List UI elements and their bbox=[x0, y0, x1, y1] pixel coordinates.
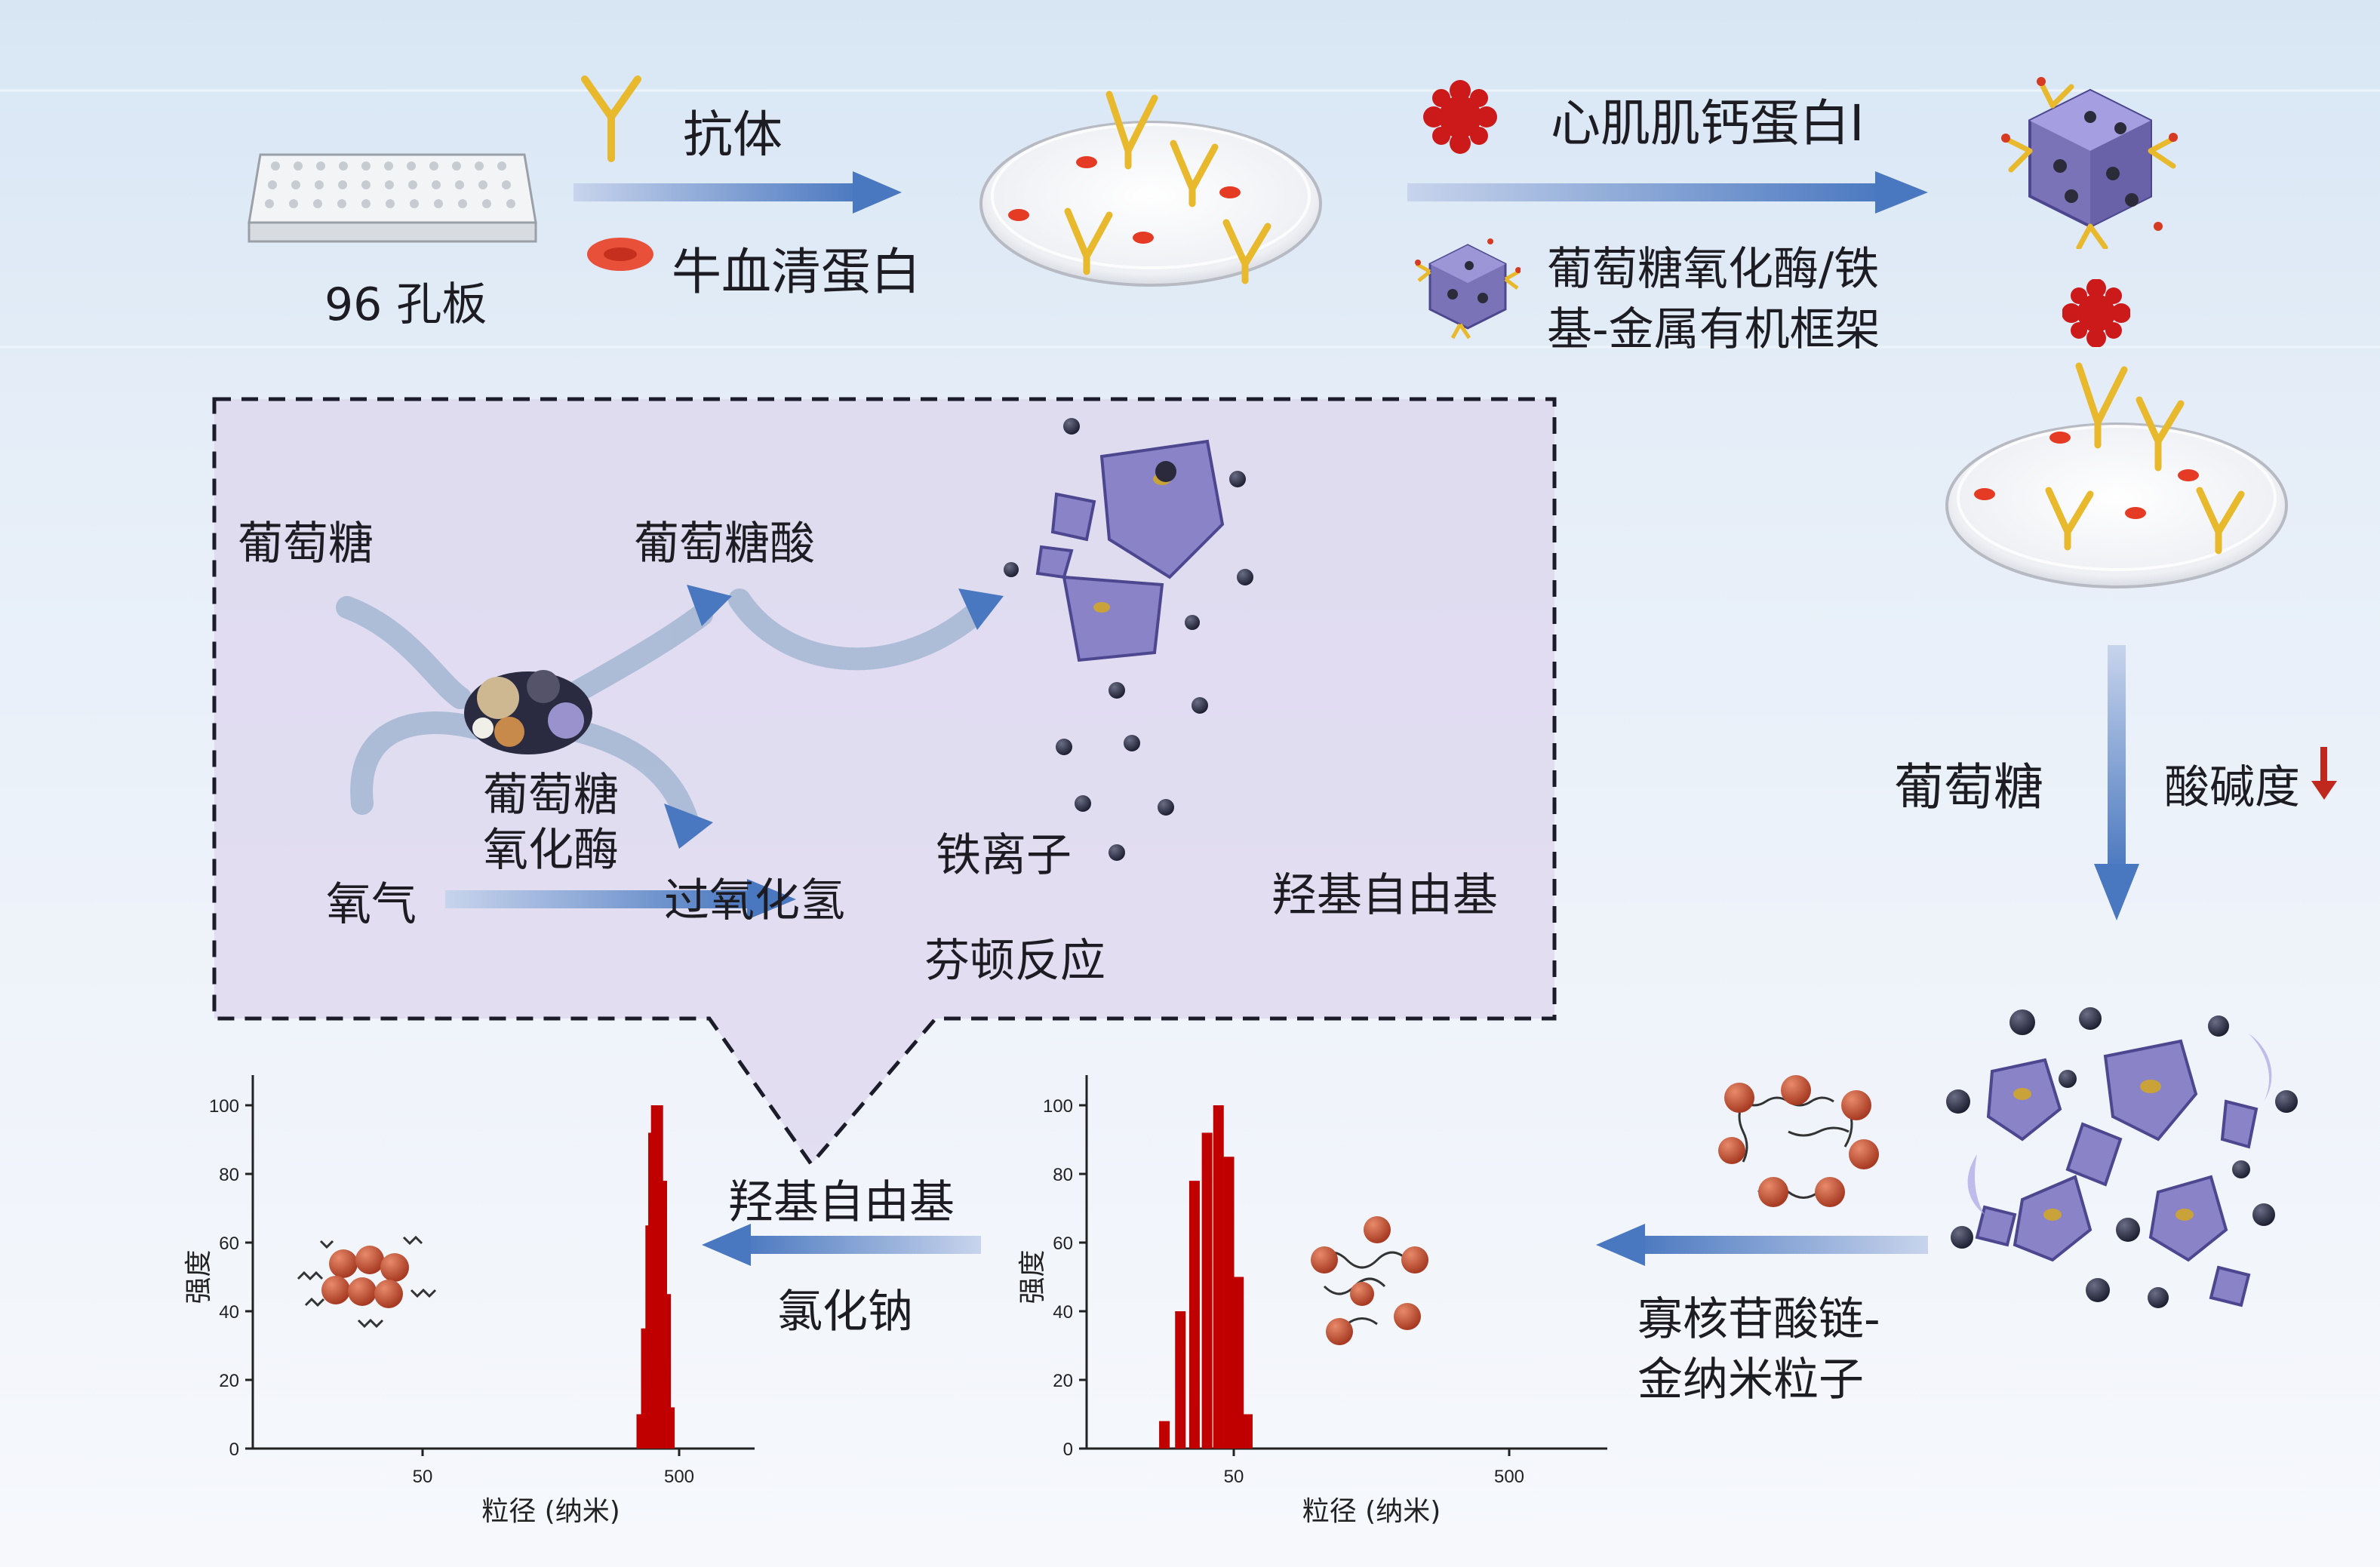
inset-oxygen: 氧气 bbox=[326, 878, 417, 931]
chart-aggregated: 0 20 40 60 80 100 50 500 粒径 (纳米) 强度 bbox=[183, 1075, 755, 1527]
chart-dispersed: 0 20 40 60 80 100 50 500 粒径 (纳米) 强度 bbox=[1017, 1075, 1607, 1527]
x-tick-label: 50 bbox=[413, 1467, 433, 1487]
dispersed-aunp-icon bbox=[1311, 1216, 1428, 1345]
inset-enzyme-line2: 氧化酶 bbox=[483, 824, 619, 877]
gox-mof-label-line2: 基-金属有机框架 bbox=[1547, 303, 1880, 356]
captured-troponin-icon bbox=[2062, 279, 2130, 347]
inset-glucose: 葡萄糖 bbox=[238, 518, 374, 570]
inset-hydroxyl-radical: 羟基自由基 bbox=[1271, 869, 1498, 922]
x-tick-label: 500 bbox=[1494, 1467, 1524, 1487]
x-axis-label: 粒径 (纳米) bbox=[481, 1496, 620, 1527]
bsa-icon bbox=[587, 238, 653, 271]
y-tick-label: 100 bbox=[1043, 1096, 1073, 1117]
y-tick-label: 60 bbox=[1053, 1234, 1073, 1254]
histogram-bar bbox=[1175, 1311, 1186, 1449]
inset-enzyme-line1: 葡萄糖 bbox=[483, 769, 619, 822]
mechanism-inset bbox=[212, 397, 1557, 1168]
inset-iron-ion: 铁离子 bbox=[936, 829, 1072, 882]
oligo-aunp-icon bbox=[1718, 1075, 1879, 1207]
bsa-label: 牛血清蛋白 bbox=[672, 243, 921, 301]
histogram-bar bbox=[1223, 1157, 1235, 1449]
y-tick-label: 40 bbox=[1053, 1302, 1073, 1323]
x-axis-label: 粒径 (纳米) bbox=[1302, 1496, 1441, 1527]
inset-fenton: 芬顿反应 bbox=[924, 935, 1105, 988]
y-tick-label: 60 bbox=[219, 1234, 239, 1254]
oligo-label-line2: 金纳米粒子 bbox=[1637, 1353, 1864, 1406]
arrow-step2 bbox=[1407, 171, 1928, 214]
troponin-label: 心肌肌钙蛋白I bbox=[1551, 94, 1865, 152]
plate-label: 96 孔板 bbox=[324, 278, 487, 331]
inset-h2o2: 过氧化氢 bbox=[664, 874, 845, 927]
antibody-label: 抗体 bbox=[683, 106, 783, 164]
mof-conjugate-icon bbox=[2001, 77, 2178, 249]
y-tick-label: 80 bbox=[1053, 1165, 1073, 1185]
histogram-bar bbox=[1213, 1105, 1224, 1449]
inset-gluconic-acid: 葡萄糖酸 bbox=[634, 518, 815, 570]
sandwich-dish-icon bbox=[1945, 362, 2288, 588]
y-axis-label: 强度 bbox=[183, 1249, 214, 1304]
y-axis-label: 强度 bbox=[1017, 1249, 1048, 1304]
y-tick-label: 0 bbox=[1063, 1439, 1073, 1460]
histogram-bar bbox=[1159, 1421, 1170, 1449]
y-tick-label: 20 bbox=[1053, 1371, 1073, 1391]
well-plate-icon bbox=[248, 153, 537, 243]
coated-dish-icon bbox=[979, 91, 1322, 287]
y-tick-label: 80 bbox=[219, 1165, 239, 1185]
arrow-step3 bbox=[2094, 645, 2139, 920]
histogram-bar bbox=[1241, 1414, 1253, 1449]
arrow-step4 bbox=[1596, 1224, 1928, 1266]
antibody-icon bbox=[581, 75, 641, 162]
x-tick-label: 50 bbox=[1224, 1467, 1244, 1487]
x-tick-label: 500 bbox=[664, 1467, 694, 1487]
histogram-bar bbox=[1201, 1132, 1213, 1449]
y-tick-label: 100 bbox=[209, 1096, 239, 1117]
troponin-icon bbox=[1423, 80, 1497, 154]
glucose-side-label: 葡萄糖 bbox=[1894, 758, 2043, 816]
degraded-mof-icon bbox=[1946, 1007, 2298, 1308]
arrow-step5 bbox=[702, 1224, 981, 1266]
histogram-bar bbox=[1233, 1277, 1244, 1449]
y-tick-label: 20 bbox=[219, 1371, 239, 1391]
ph-label: 酸碱度 bbox=[2164, 761, 2300, 814]
gox-mof-label-line1: 葡萄糖氧化酶/铁 bbox=[1547, 243, 1880, 296]
aggregated-aunp-icon bbox=[297, 1235, 437, 1329]
arrow-step1 bbox=[573, 171, 902, 214]
y-tick-label: 40 bbox=[219, 1302, 239, 1323]
nacl-label: 氯化钠 bbox=[777, 1286, 913, 1338]
y-tick-label: 0 bbox=[229, 1439, 239, 1460]
gox-mof-icon bbox=[1415, 238, 1521, 340]
bottom-hydroxyl-label: 羟基自由基 bbox=[728, 1176, 955, 1229]
histogram-bar bbox=[1188, 1181, 1200, 1449]
down-arrow-icon bbox=[2311, 747, 2337, 800]
oligo-label-line1: 寡核苷酸链- bbox=[1637, 1293, 1880, 1346]
histogram-bar bbox=[663, 1407, 675, 1449]
